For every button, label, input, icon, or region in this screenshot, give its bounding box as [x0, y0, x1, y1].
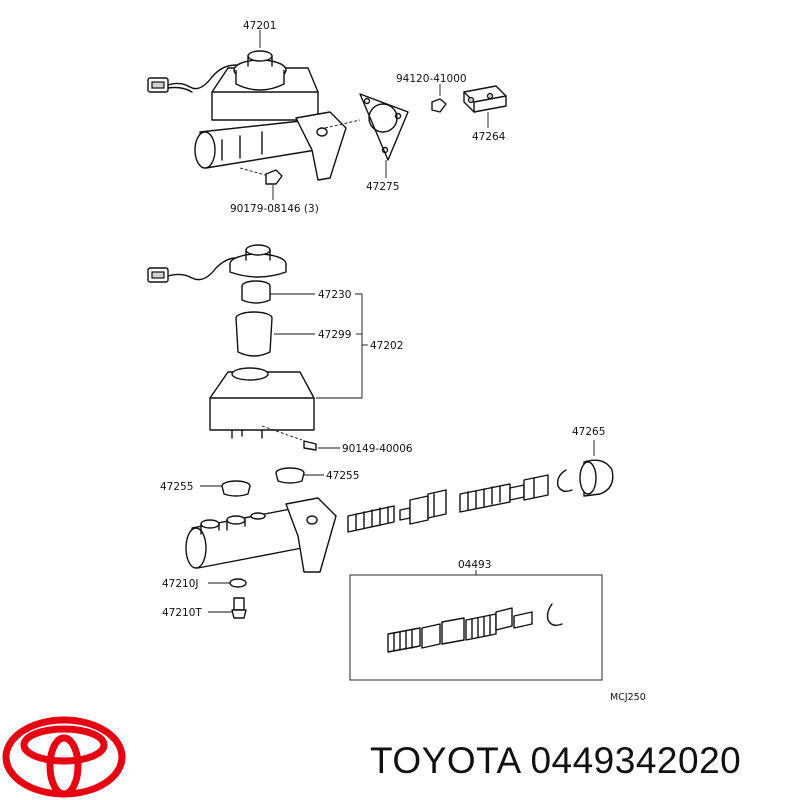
label-47202: 47202	[370, 340, 403, 352]
label-47210j: 47210J	[162, 578, 199, 590]
screw-90149	[261, 425, 340, 451]
gasket-47275	[359, 93, 409, 178]
brand-caption: TOYOTA 0449342020	[370, 740, 742, 781]
label-90149-40006: 90149-40006	[342, 443, 413, 455]
reservoir-exploded	[147, 244, 368, 439]
master-cylinder-assembly-top	[147, 30, 361, 181]
label-47275: 47275	[366, 181, 399, 193]
label-47255-right: 47255	[326, 470, 359, 482]
repair-kit-04493	[349, 570, 603, 681]
diagram-code: MCJ250	[610, 692, 646, 703]
block-47264	[463, 85, 507, 128]
label-47210t: 47210T	[162, 607, 202, 619]
part-labels: 47201 94120-41000 47264 47275 90179-0814…	[160, 20, 646, 703]
label-47255-left: 47255	[160, 481, 193, 493]
nut-90179	[265, 169, 283, 200]
label-47265: 47265	[572, 426, 605, 438]
cylinder-body-lower	[185, 467, 337, 619]
label-47230: 47230	[318, 289, 351, 301]
label-47264: 47264	[472, 131, 506, 143]
label-47201: 47201	[243, 20, 276, 32]
label-47299: 47299	[318, 329, 351, 341]
toyota-logo	[2, 716, 126, 798]
label-90179-08146: 90179-08146 (3)	[230, 203, 319, 215]
label-94120-41000: 94120-41000	[396, 73, 467, 85]
label-04493: 04493	[458, 559, 491, 571]
piston-assembly	[347, 440, 614, 533]
nut-94120	[431, 84, 447, 113]
